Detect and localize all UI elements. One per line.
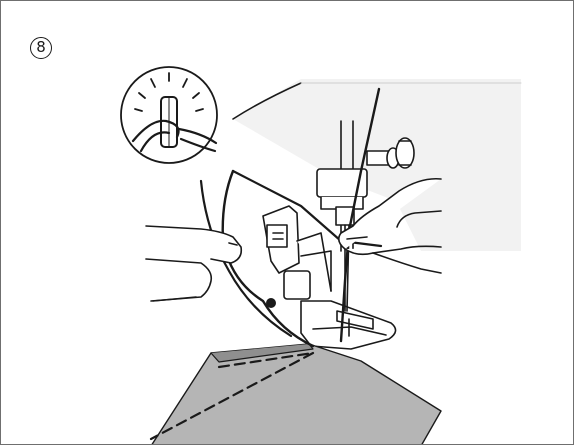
presser-foot (263, 206, 396, 349)
fabric (151, 344, 441, 445)
left-hand (146, 226, 241, 301)
thread-guide-inset (121, 67, 217, 163)
